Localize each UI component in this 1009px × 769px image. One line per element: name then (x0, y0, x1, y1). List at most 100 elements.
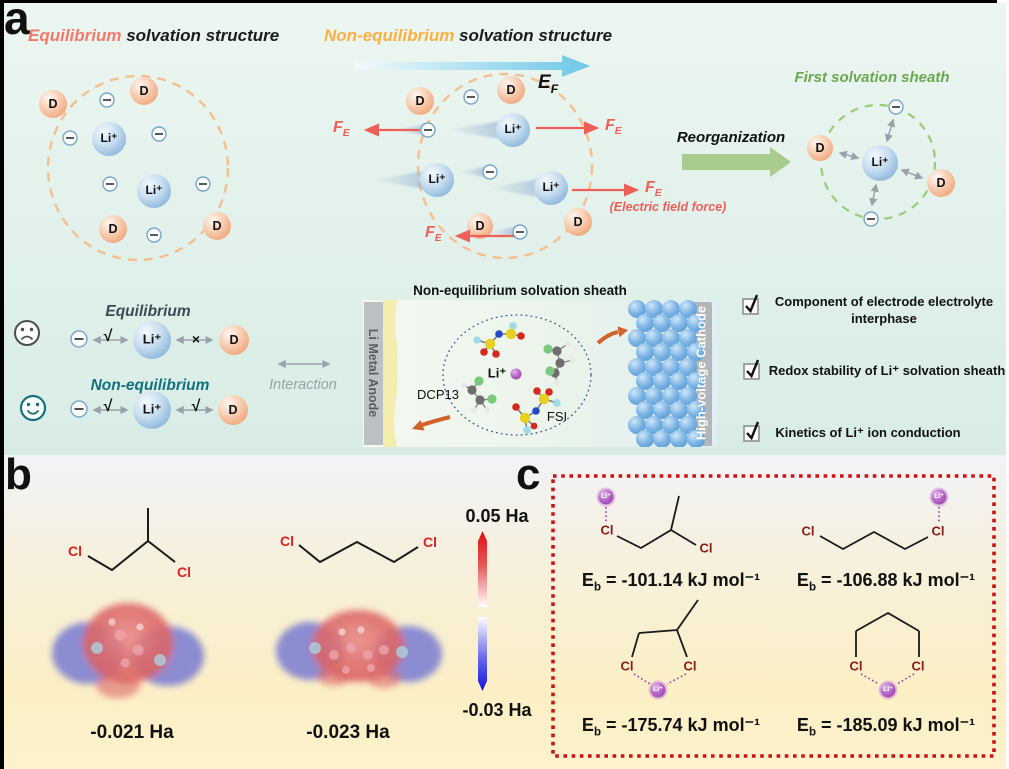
force-label: FE (605, 117, 622, 138)
field-label: EF (538, 72, 558, 97)
non-equilibrium-title: Non-equilibrium solvation structure (324, 26, 612, 46)
eb-value: = -101.14 kJ mol⁻¹ (600, 570, 761, 590)
checklist-item: Component of electrode electrolyte inter… (774, 294, 994, 326)
cathode-flux-arrow (596, 326, 628, 345)
cl-label: Cl (683, 658, 697, 674)
solvent-label: D (815, 140, 825, 155)
force-label: FE (333, 119, 350, 140)
cathode-label: High-voltage Cathode (693, 305, 709, 441)
anode-bar (364, 302, 383, 445)
checklist-item: Kinetics of Li⁺ ion conduction (775, 425, 961, 440)
coordination-arrows (838, 118, 924, 207)
force-sub: E (342, 128, 350, 140)
esp-map-dcp12 (52, 603, 204, 698)
first-sheath-label: First solvation sheath (794, 69, 950, 86)
first-solvation-sheath (807, 99, 955, 227)
complex-1 (596, 487, 697, 550)
cl-label: Cl (699, 540, 713, 556)
dcp13-label: DCP13 (417, 387, 459, 402)
li-ion-label: Li⁺ (653, 685, 663, 693)
cl-label: Cl (620, 658, 634, 674)
force-label: FE (645, 179, 662, 200)
field-symbol: E (538, 72, 551, 93)
solvent-label: D (229, 332, 239, 347)
force-label: FE (425, 224, 442, 245)
cl-label: Cl (801, 523, 815, 539)
right-edge (1006, 0, 1009, 769)
li-ion-label: Li⁺ (601, 492, 611, 500)
eb-symbol: E (796, 715, 809, 735)
non-equilibrium-row (70, 391, 248, 429)
equilibrium-row-label: Equilibrium (105, 303, 191, 320)
anode-flux-arrow (412, 415, 451, 431)
interaction-label: Interaction (269, 377, 337, 393)
cathode-spheres (628, 300, 705, 447)
solvent-label: D (139, 83, 149, 98)
sei-layer (383, 300, 398, 447)
solvent-label: D (573, 214, 583, 229)
eb-sub: b (808, 581, 816, 594)
check-mark: √ (191, 397, 201, 415)
esp-value: -0.021 Ha (90, 722, 174, 743)
force-arrows (363, 121, 640, 243)
cl-label: Cl (911, 658, 925, 674)
panel-b-label: b (5, 450, 32, 499)
reorganization-label: Reorganization (676, 129, 786, 146)
esp-map-dcp13 (276, 610, 442, 688)
eb-value: = -106.88 kJ mol⁻¹ (815, 570, 976, 590)
equilibrium-cluster (39, 74, 231, 262)
binding-energy: Eb = -185.09 kJ mol⁻¹ (797, 715, 975, 740)
non-equilibrium-title-accent: Non-equilibrium (324, 26, 455, 45)
fsi-molecule (473, 322, 525, 358)
li-ion-label: Li⁺ (871, 155, 889, 170)
dcp12-skeleton (87, 508, 176, 572)
esp-value: -0.023 Ha (306, 722, 390, 743)
li-ion-label: Li⁺ (504, 122, 522, 137)
solvent-label: D (506, 82, 516, 97)
sad-face-icon (14, 320, 40, 346)
esp-color-scale (478, 531, 487, 691)
electric-field-arrow (355, 55, 590, 77)
non-equilibrium-title-rest: solvation structure (454, 26, 613, 45)
li-ion-label: Li⁺ (142, 401, 162, 417)
dcp13-skeleton (298, 540, 419, 564)
check-mark: √ (103, 397, 113, 415)
cross-mark: × (191, 330, 201, 347)
solvent-label: D (475, 218, 485, 233)
force-sub: E (434, 233, 442, 245)
field-sub: F (550, 81, 559, 96)
solvent-label: D (228, 402, 238, 417)
li-ion-label: Li⁺ (142, 331, 162, 347)
checklist-item: Redox stability of Li⁺ solvation sheath (768, 363, 1006, 378)
binding-energy: Eb = -175.74 kJ mol⁻¹ (582, 715, 760, 740)
cell-li-label: Li⁺ (487, 365, 507, 381)
binding-energy: Eb = -106.88 kJ mol⁻¹ (797, 570, 975, 595)
li-ion-label: Li⁺ (883, 685, 893, 693)
eb-symbol: E (796, 570, 809, 590)
eb-symbol: E (581, 570, 594, 590)
solvent-label: D (108, 221, 118, 236)
equilibrium-title: Equilibrium solvation structure (28, 26, 279, 46)
non-equilibrium-cluster (363, 72, 640, 260)
checkbox-icon (742, 294, 759, 315)
scale-max-label: 0.05 Ha (465, 506, 529, 526)
solvent-label: D (212, 218, 222, 233)
cl-label: Cl (931, 523, 945, 539)
panel-c-label: c (516, 450, 541, 499)
solvent-label: D (936, 175, 946, 190)
panel-a-label: a (4, 0, 30, 44)
fsi-molecule (512, 387, 561, 434)
non-equilibrium-row-label: Non-equilibrium (90, 377, 210, 394)
reorganization-arrow (682, 147, 791, 177)
cl-label: Cl (68, 542, 82, 559)
cell-diagram (363, 300, 717, 447)
eb-symbol: E (581, 715, 594, 735)
li-ion-label: Li⁺ (934, 492, 944, 500)
force-symbol: F (605, 117, 615, 134)
cell-title: Non-equilibrium solvation sheath (413, 283, 627, 298)
cl-label: Cl (423, 533, 437, 550)
complex-4 (855, 611, 920, 700)
cl-label: Cl (600, 522, 614, 538)
li-ion-sphere (510, 368, 522, 380)
